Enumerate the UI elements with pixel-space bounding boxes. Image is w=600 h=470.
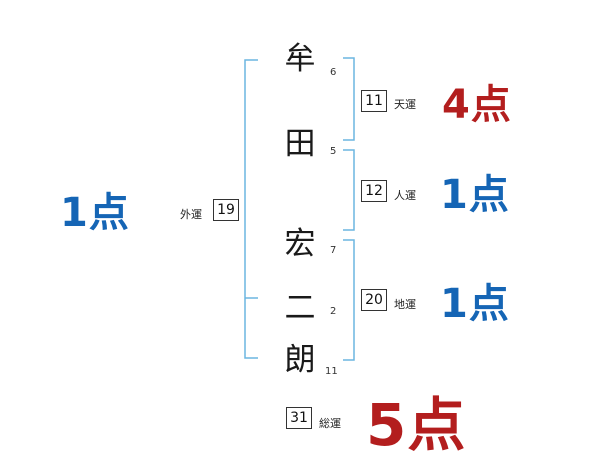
jin-un-label: 人運 [394, 189, 416, 202]
gai-un-label: 外運 [180, 208, 202, 221]
chi-un-score: 1点 [440, 281, 510, 327]
bracket-jin [343, 149, 355, 231]
stroke-count-1: 6 [330, 67, 337, 78]
name-char-3: 宏 [284, 226, 316, 262]
stroke-count-4: 2 [330, 306, 337, 317]
jin-un-score: 1点 [440, 172, 510, 218]
sou-un-label: 総運 [319, 417, 341, 430]
bracket-ten [343, 57, 355, 141]
sou-un-score: 5点 [366, 391, 467, 459]
ten-un-score: 4点 [442, 82, 512, 128]
name-char-4: 二 [284, 290, 316, 326]
stroke-count-2: 5 [330, 146, 337, 157]
ten-un-label: 天運 [394, 98, 416, 111]
ten-un-value: 11 [361, 90, 387, 112]
jin-un-value: 12 [361, 180, 387, 202]
name-char-1: 牟 [284, 41, 316, 77]
bracket-gai [244, 59, 258, 359]
bracket-chi [343, 239, 355, 361]
gai-un-value: 19 [213, 199, 239, 221]
name-char-5: 朗 [284, 342, 316, 378]
name-char-2: 田 [284, 126, 316, 162]
chi-un-value: 20 [361, 289, 387, 311]
gai-un-score: 1点 [60, 190, 130, 236]
stroke-count-3: 7 [330, 245, 337, 256]
stroke-count-5: 11 [325, 366, 338, 377]
chi-un-label: 地運 [394, 298, 416, 311]
sou-un-value: 31 [286, 407, 312, 429]
